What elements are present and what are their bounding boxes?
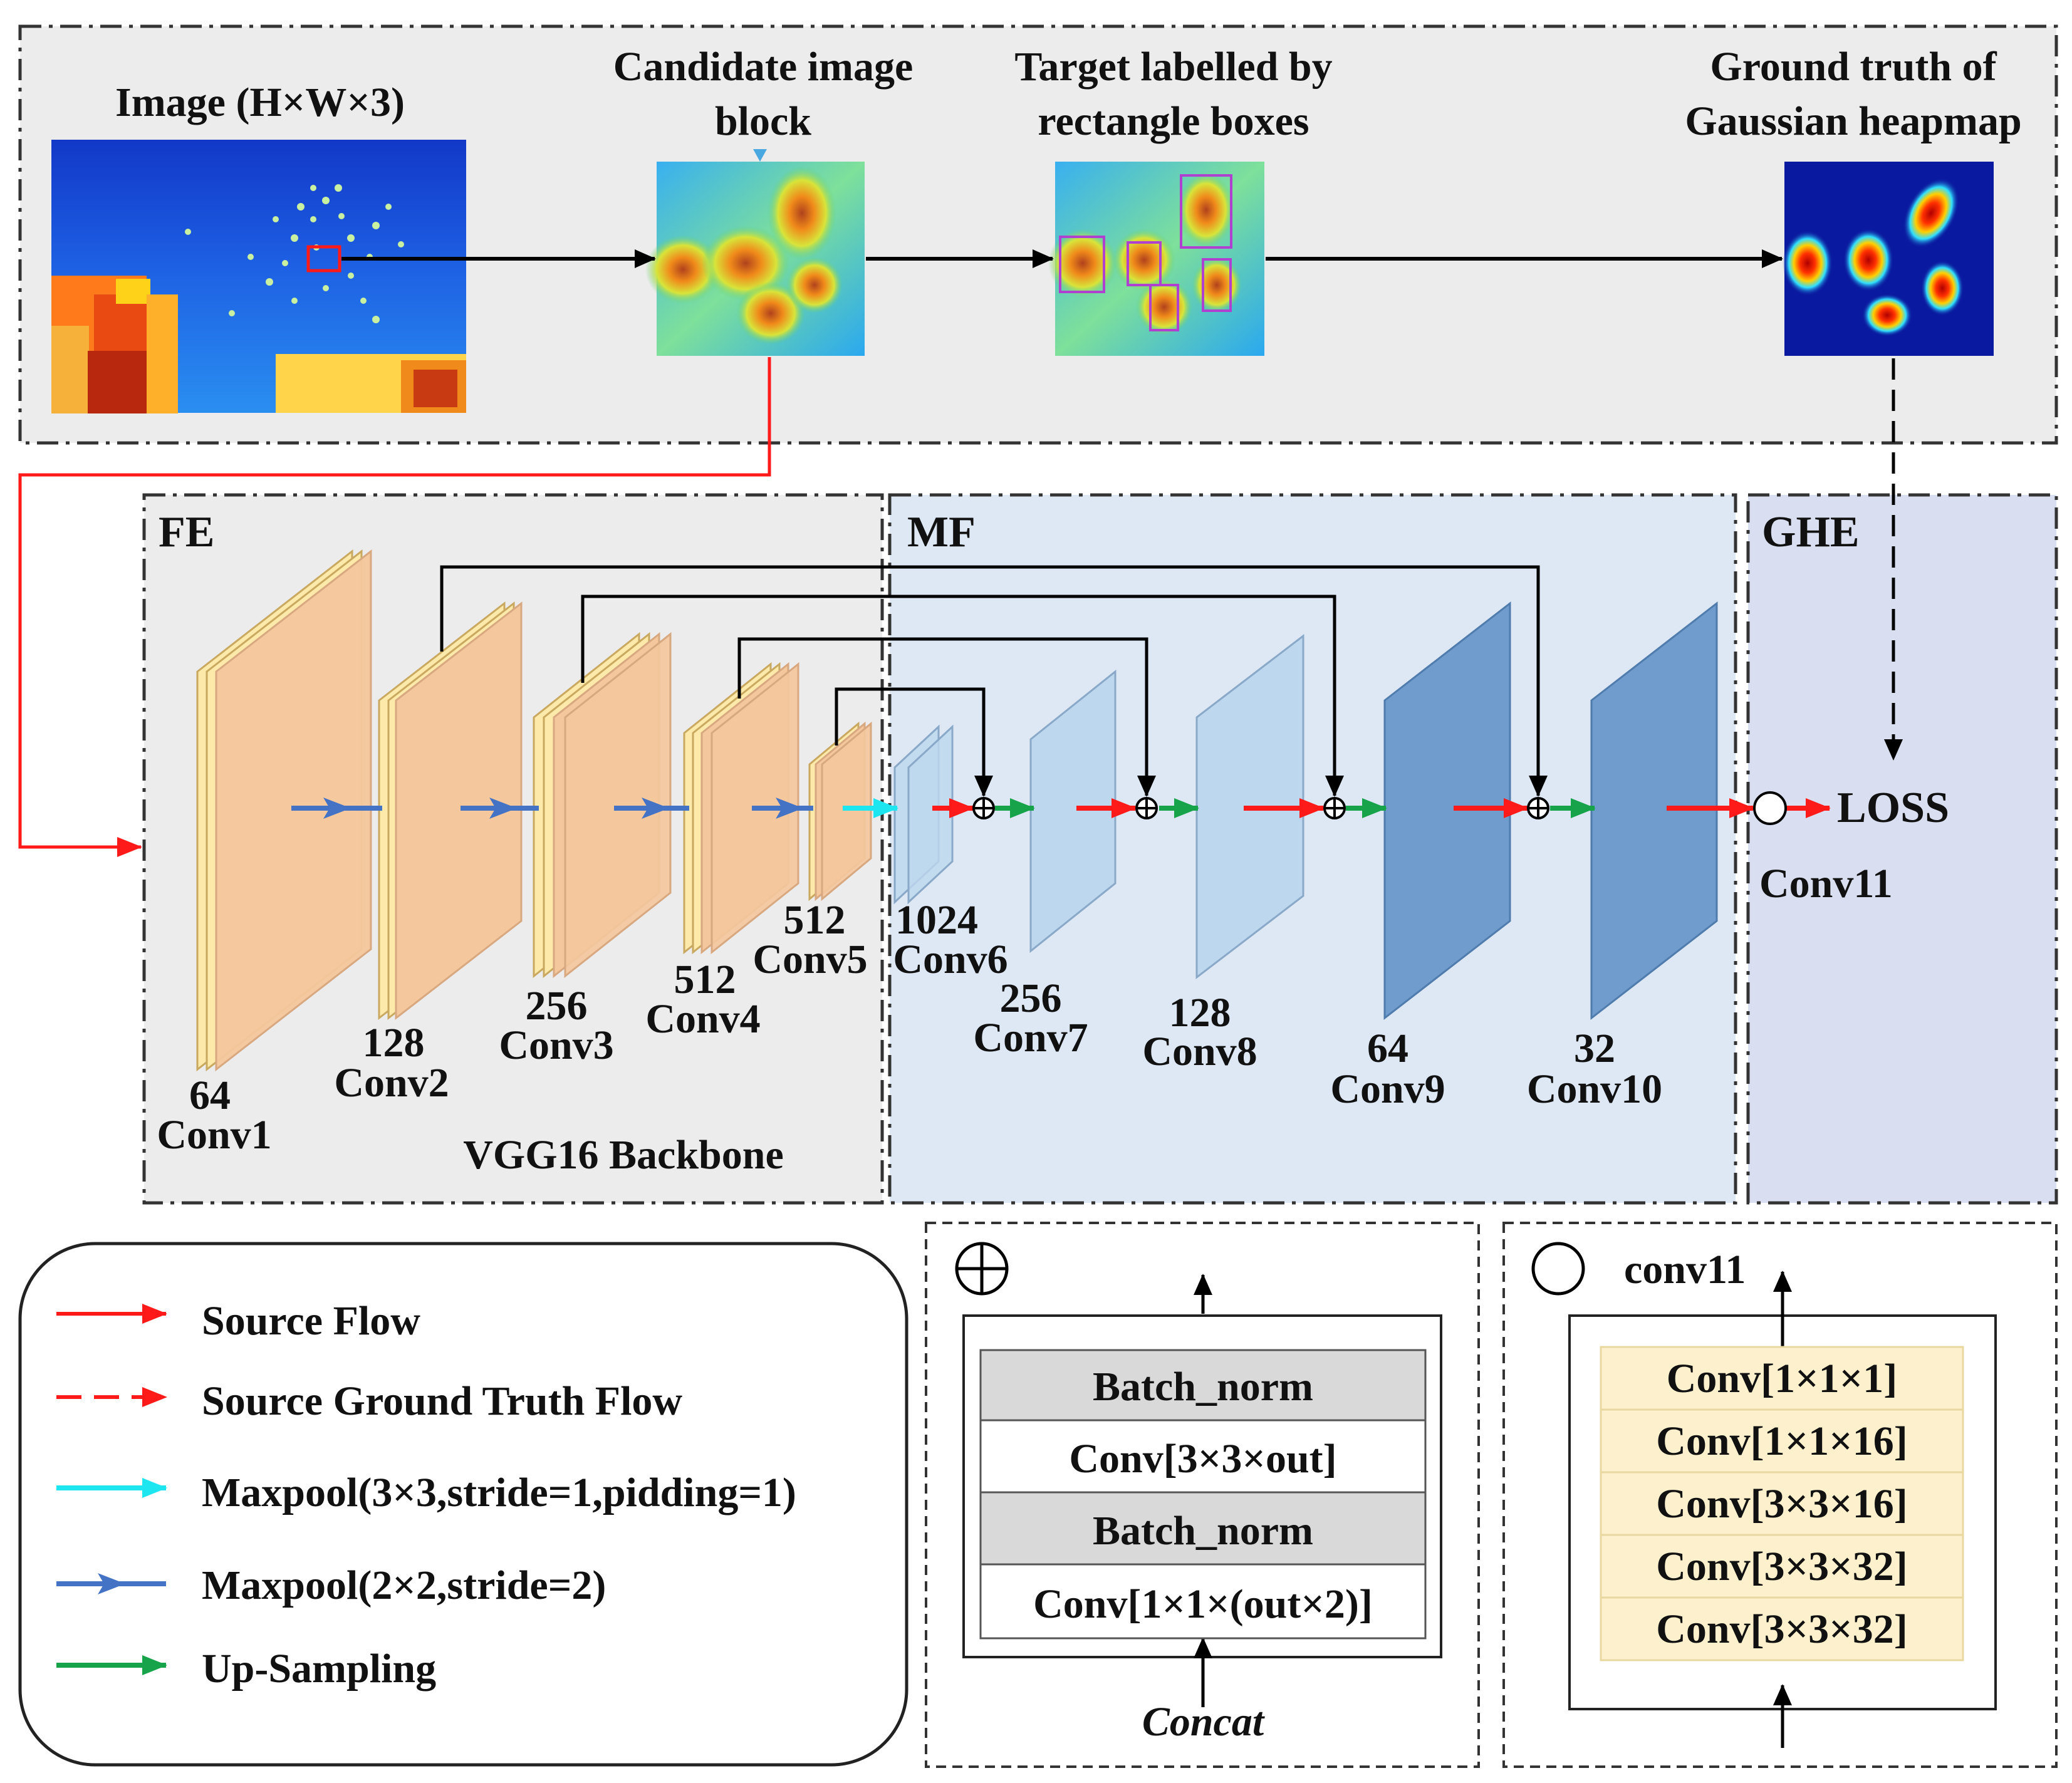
target-label-line2: rectangle boxes xyxy=(1038,98,1309,144)
conv11-row-5-label: Conv[3×3×32] xyxy=(1656,1606,1908,1652)
conv3-name: Conv3 xyxy=(499,1022,613,1068)
concat-row-batch-norm-2 xyxy=(979,1491,1427,1566)
conv7-name: Conv7 xyxy=(973,1015,1088,1061)
target-labelled-block xyxy=(1048,162,1264,356)
concat-row-conv3x3-label: Conv[3×3×out] xyxy=(1069,1436,1336,1482)
conv11-row-3 xyxy=(1600,1471,1964,1536)
skip-connection-conv5 xyxy=(835,687,993,797)
conv9-channels: 64 xyxy=(1367,1026,1408,1071)
conv11-node xyxy=(1753,791,1787,825)
concat-row-batch-norm-1 xyxy=(979,1349,1427,1422)
concat-row-conv1x1 xyxy=(979,1563,1427,1640)
ghe-panel: GHE xyxy=(1746,493,2058,1205)
conv7-block xyxy=(1029,669,1117,954)
legend-maxpool-2x2-label: Maxpool(2×2,stride=2) xyxy=(202,1562,606,1608)
conv10-channels: 32 xyxy=(1574,1026,1615,1071)
candidate-label-line2: block xyxy=(715,98,811,144)
conv11-row-1-label: Conv[1×1×1] xyxy=(1667,1356,1898,1401)
candidate-label-line1: Candidate image xyxy=(613,44,914,90)
legend-ground-truth-label: Source Ground Truth Flow xyxy=(202,1378,682,1424)
concat-detail-block: Batch_norm Conv[3×3×out] Batch_norm Conv… xyxy=(925,1222,1480,1768)
conv1-channels: 64 xyxy=(189,1073,231,1118)
conv5-channels: 512 xyxy=(784,897,846,943)
conv1-name: Conv1 xyxy=(157,1112,271,1158)
concat-row-conv3x3 xyxy=(979,1419,1427,1494)
conv8-name: Conv8 xyxy=(1142,1029,1257,1074)
conv11-row-2-label: Conv[1×1×16] xyxy=(1656,1418,1908,1464)
legend: Source Flow Source Ground Truth Flow Max… xyxy=(18,1242,908,1767)
conv10-name: Conv10 xyxy=(1527,1066,1662,1112)
concat-node xyxy=(972,797,1549,819)
layer-labels: 64 Conv1 128 Conv2 256 Conv3 512 Conv4 5… xyxy=(157,897,1662,1158)
concat-row-batch-norm-2-label: Batch_norm xyxy=(1093,1508,1313,1554)
conv11-block-title: conv11 xyxy=(1624,1247,1746,1292)
conv11-row-5 xyxy=(1600,1596,1964,1661)
legend-up-sampling-label: Up-Sampling xyxy=(202,1646,436,1692)
candidate-pointer-triangle xyxy=(753,149,767,162)
conv9-block xyxy=(1383,601,1511,1021)
conv11-label: Conv11 xyxy=(1759,861,1893,907)
gaussian-heatmap-ground-truth xyxy=(1783,162,1994,356)
legend-maxpool-3x3-label: Maxpool(3×3,stride=1,pidding=1) xyxy=(202,1470,796,1515)
conv8-channels: 128 xyxy=(1169,990,1231,1036)
loss-label: LOSS xyxy=(1837,784,1949,832)
conv11-symbol-icon xyxy=(1531,1242,1585,1296)
infrared-input-image xyxy=(51,140,466,413)
conv6-channels: 1024 xyxy=(895,897,978,943)
fe-title: FE xyxy=(159,508,214,556)
conv4-name: Conv4 xyxy=(645,996,760,1042)
source-flow-connector xyxy=(18,357,771,857)
conv11-row-2 xyxy=(1600,1408,1964,1474)
backbone-label: VGG16 Backbone xyxy=(463,1132,784,1178)
conv2-name: Conv2 xyxy=(334,1060,449,1106)
ghe-title: GHE xyxy=(1762,508,1860,556)
conv3-block xyxy=(533,632,672,979)
conv6-name: Conv6 xyxy=(893,937,1007,982)
conv9-name: Conv9 xyxy=(1330,1066,1445,1112)
skip-connection-conv3 xyxy=(581,595,1344,797)
candidate-image-block xyxy=(645,162,865,356)
mf-title: MF xyxy=(907,508,976,556)
conv4-block xyxy=(683,662,799,955)
image-label: Image (H×W×3) xyxy=(115,80,405,125)
target-label-line1: Target labelled by xyxy=(1014,44,1332,90)
concat-row-conv1x1-label: Conv[1×1×(out×2)] xyxy=(1033,1581,1373,1627)
concat-input-label: Concat xyxy=(1142,1699,1265,1745)
conv2-block xyxy=(378,601,523,1021)
conv1-block xyxy=(196,549,372,1072)
ground-truth-label-line1: Ground truth of xyxy=(1710,44,1997,90)
legend-source-flow-label: Source Flow xyxy=(202,1298,420,1344)
conv2-channels: 128 xyxy=(363,1020,425,1066)
conv11-row-4-label: Conv[3×3×32] xyxy=(1656,1544,1908,1589)
conv7-channels: 256 xyxy=(1000,975,1062,1021)
conv5-name: Conv5 xyxy=(752,937,867,982)
conv5-block xyxy=(808,721,872,902)
ground-truth-label-line2: Gaussian heapmap xyxy=(1685,98,2021,144)
concat-row-batch-norm-1-label: Batch_norm xyxy=(1093,1364,1313,1410)
conv11-row-3-label: Conv[3×3×16] xyxy=(1656,1481,1908,1527)
conv3-channels: 256 xyxy=(526,983,588,1029)
skip-connection-conv2 xyxy=(440,565,1548,797)
conv6-block xyxy=(893,724,954,905)
conv10-block xyxy=(1590,601,1718,1021)
pipeline-panel: Image (H×W×3) Candidate image block Targ… xyxy=(18,24,2058,445)
conv4-channels: 512 xyxy=(674,957,736,1002)
conv11-detail-block: conv11 Conv[1×1×1] Conv[1×1×16] Conv[3×3… xyxy=(1502,1222,2058,1768)
skip-connection-conv4 xyxy=(737,637,1156,797)
